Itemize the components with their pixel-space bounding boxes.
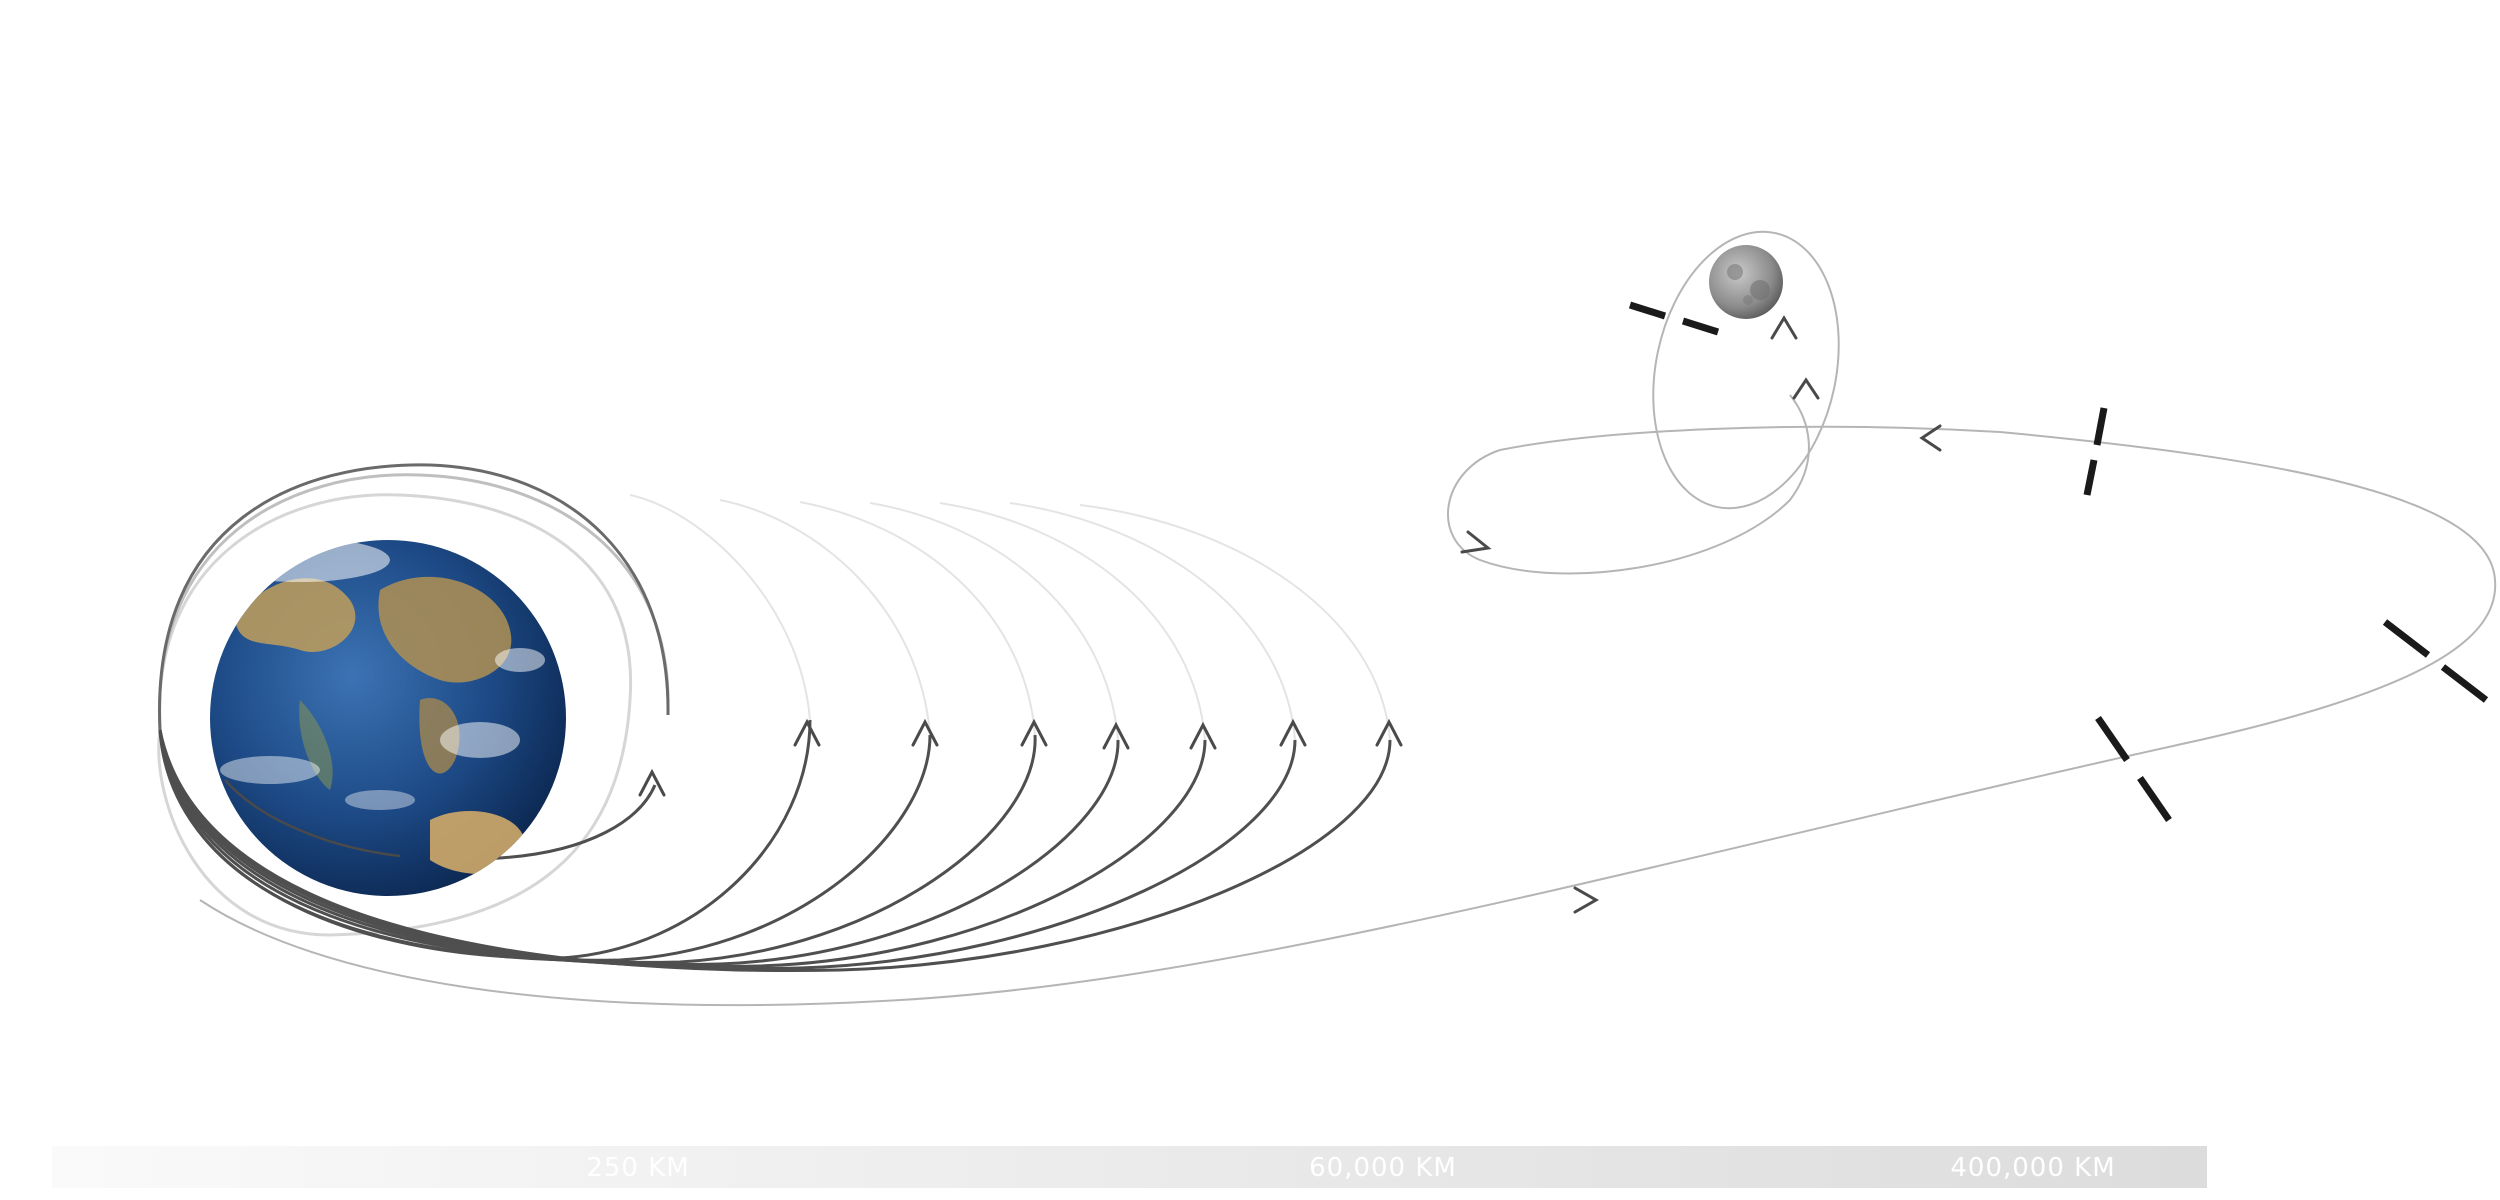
arrow-right-icon	[1573, 886, 1600, 914]
arrow-left-icon	[1919, 424, 1942, 452]
burn-marker	[2095, 716, 2172, 822]
orbit-path	[1079, 504, 1391, 741]
orbit-path	[158, 473, 670, 731]
burn-marker	[1628, 301, 1720, 336]
lunar-orbits	[1446, 230, 1840, 575]
arrow-left-icon	[1460, 530, 1492, 554]
translunar-trajectory	[199, 425, 2497, 1007]
orbit-path	[1009, 502, 1296, 741]
burn-marker	[2083, 407, 2108, 496]
orbit-path	[939, 502, 1206, 741]
scale-label-60000km: 60,000 KM	[1309, 1153, 1457, 1183]
moon-globe-icon	[1709, 245, 1783, 319]
transfer-orbit-path	[199, 425, 2497, 1007]
arrow-up-icon	[1792, 377, 1820, 400]
burn-markers	[1628, 301, 2489, 822]
distance-scale-bar: 250 KM 60,000 KM 400,000 KM	[52, 1146, 2207, 1188]
orbit-path	[158, 729, 1392, 972]
trajectory-arrows	[1460, 315, 1942, 914]
lunar-polar-orbit	[1652, 230, 1840, 510]
arrow-up-icon	[1020, 718, 1048, 747]
orbit-path	[158, 729, 1120, 966]
arrow-up-icon	[1102, 721, 1130, 750]
orbit-path	[158, 463, 670, 731]
arrow-up-icon	[1189, 721, 1217, 750]
arrow-up-icon	[793, 718, 821, 747]
arrow-up-icon	[1279, 718, 1307, 747]
orbit-path	[157, 493, 633, 937]
scale-bar-track	[52, 1146, 2207, 1188]
orbit-path	[719, 499, 931, 736]
burn-marker	[2382, 619, 2489, 703]
scale-label-250km: 250 KM	[586, 1153, 689, 1183]
orbit-path	[158, 729, 1207, 968]
earth-globe-icon	[210, 540, 566, 896]
orbit-path	[158, 729, 1297, 970]
orbit-path	[629, 494, 811, 721]
direction-arrows	[638, 718, 1403, 797]
orbit-path	[799, 501, 1036, 736]
arrow-up-icon	[911, 718, 939, 747]
orbit-path	[158, 729, 1037, 964]
lunar-capture-orbit	[1446, 394, 1810, 575]
scale-label-400000km: 400,000 KM	[1950, 1153, 2115, 1183]
arrow-up-icon	[638, 768, 666, 797]
arrow-up-icon	[1770, 315, 1798, 340]
arrow-up-icon	[1375, 718, 1403, 747]
orbit-path	[224, 779, 401, 858]
orbit-path	[869, 502, 1119, 741]
